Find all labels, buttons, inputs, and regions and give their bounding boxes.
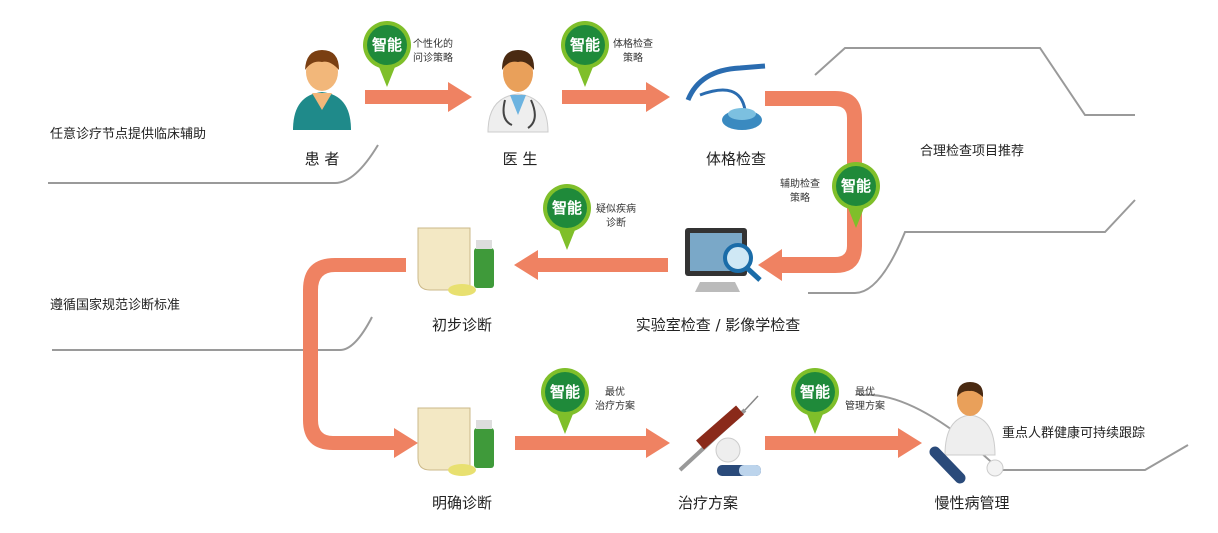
side-label-health-tracking: 重点人群健康可持续跟踪 bbox=[1002, 426, 1146, 441]
note-inquiry: 个性化的问诊策略 bbox=[413, 39, 453, 64]
doctor-icon bbox=[487, 50, 549, 133]
smart-pin-label: 智能 bbox=[545, 372, 585, 412]
smart-pin-suspected: 智能 bbox=[543, 184, 591, 250]
node-preliminary-diagnosis: 初步诊断 bbox=[431, 316, 493, 334]
arrow-confirmed-treatment bbox=[515, 428, 670, 458]
note-management: 最优管理方案 bbox=[845, 387, 885, 412]
monitor-magnifier-icon bbox=[685, 228, 762, 292]
stethoscope-icon bbox=[685, 63, 766, 130]
smart-pin-management: 智能 bbox=[791, 368, 839, 434]
flow-arrows bbox=[303, 82, 922, 458]
doctor-pills-icon bbox=[929, 382, 1004, 484]
smart-pin-aux-exam: 智能 bbox=[832, 162, 880, 228]
smart-pin-exam: 智能 bbox=[561, 21, 609, 87]
patient-icon bbox=[293, 50, 351, 130]
side-label-clinical-assist: 任意诊疗节点提供临床辅助 bbox=[50, 127, 207, 142]
side-label-standard-diagnosis: 遵循国家规范诊断标准 bbox=[50, 298, 181, 313]
node-patient: 患 者 bbox=[304, 150, 340, 168]
smart-pin-treatment: 智能 bbox=[541, 368, 589, 434]
node-lab-imaging: 实验室检查 / 影像学检查 bbox=[635, 316, 801, 334]
note-exam: 体格检查策略 bbox=[613, 39, 653, 64]
guide-line-1 bbox=[48, 144, 379, 184]
guide-line-3 bbox=[808, 199, 1136, 294]
side-label-exam-recommend: 合理检查项目推荐 bbox=[920, 144, 1025, 159]
node-confirmed-diagnosis: 明确诊断 bbox=[431, 494, 493, 512]
arrow-preliminary-confirmed bbox=[303, 258, 418, 458]
note-suspected: 疑似疾病诊断 bbox=[596, 204, 636, 229]
syringe-icon bbox=[678, 395, 761, 476]
prescription-icon bbox=[417, 227, 494, 296]
smart-pin-inquiry: 智能 bbox=[363, 21, 411, 87]
note-treatment: 最优治疗方案 bbox=[595, 387, 635, 412]
gray-guide-lines bbox=[48, 47, 1189, 471]
smart-pin-label: 智能 bbox=[367, 25, 407, 65]
prescription-icon-2 bbox=[417, 407, 494, 476]
smart-pin-label: 智能 bbox=[565, 25, 605, 65]
node-doctor: 医 生 bbox=[502, 150, 538, 168]
node-chronic-management: 慢性病管理 bbox=[934, 494, 1010, 512]
arrow-doctor-exam bbox=[562, 82, 670, 112]
smart-pin-label: 智能 bbox=[795, 372, 835, 412]
smart-pin-label: 智能 bbox=[836, 166, 876, 206]
arrow-treatment-management bbox=[765, 428, 922, 458]
arrow-patient-doctor bbox=[365, 82, 472, 112]
node-physical-exam: 体格检查 bbox=[705, 150, 767, 168]
node-treatment-plan: 治疗方案 bbox=[677, 494, 739, 512]
arrow-lab-preliminary bbox=[514, 250, 668, 280]
smart-pin-label: 智能 bbox=[547, 188, 587, 228]
arrow-exam-lab bbox=[758, 91, 862, 281]
guide-line-4 bbox=[52, 316, 373, 351]
note-aux-exam: 辅助检查策略 bbox=[780, 179, 820, 204]
guide-line-2 bbox=[814, 47, 1135, 116]
